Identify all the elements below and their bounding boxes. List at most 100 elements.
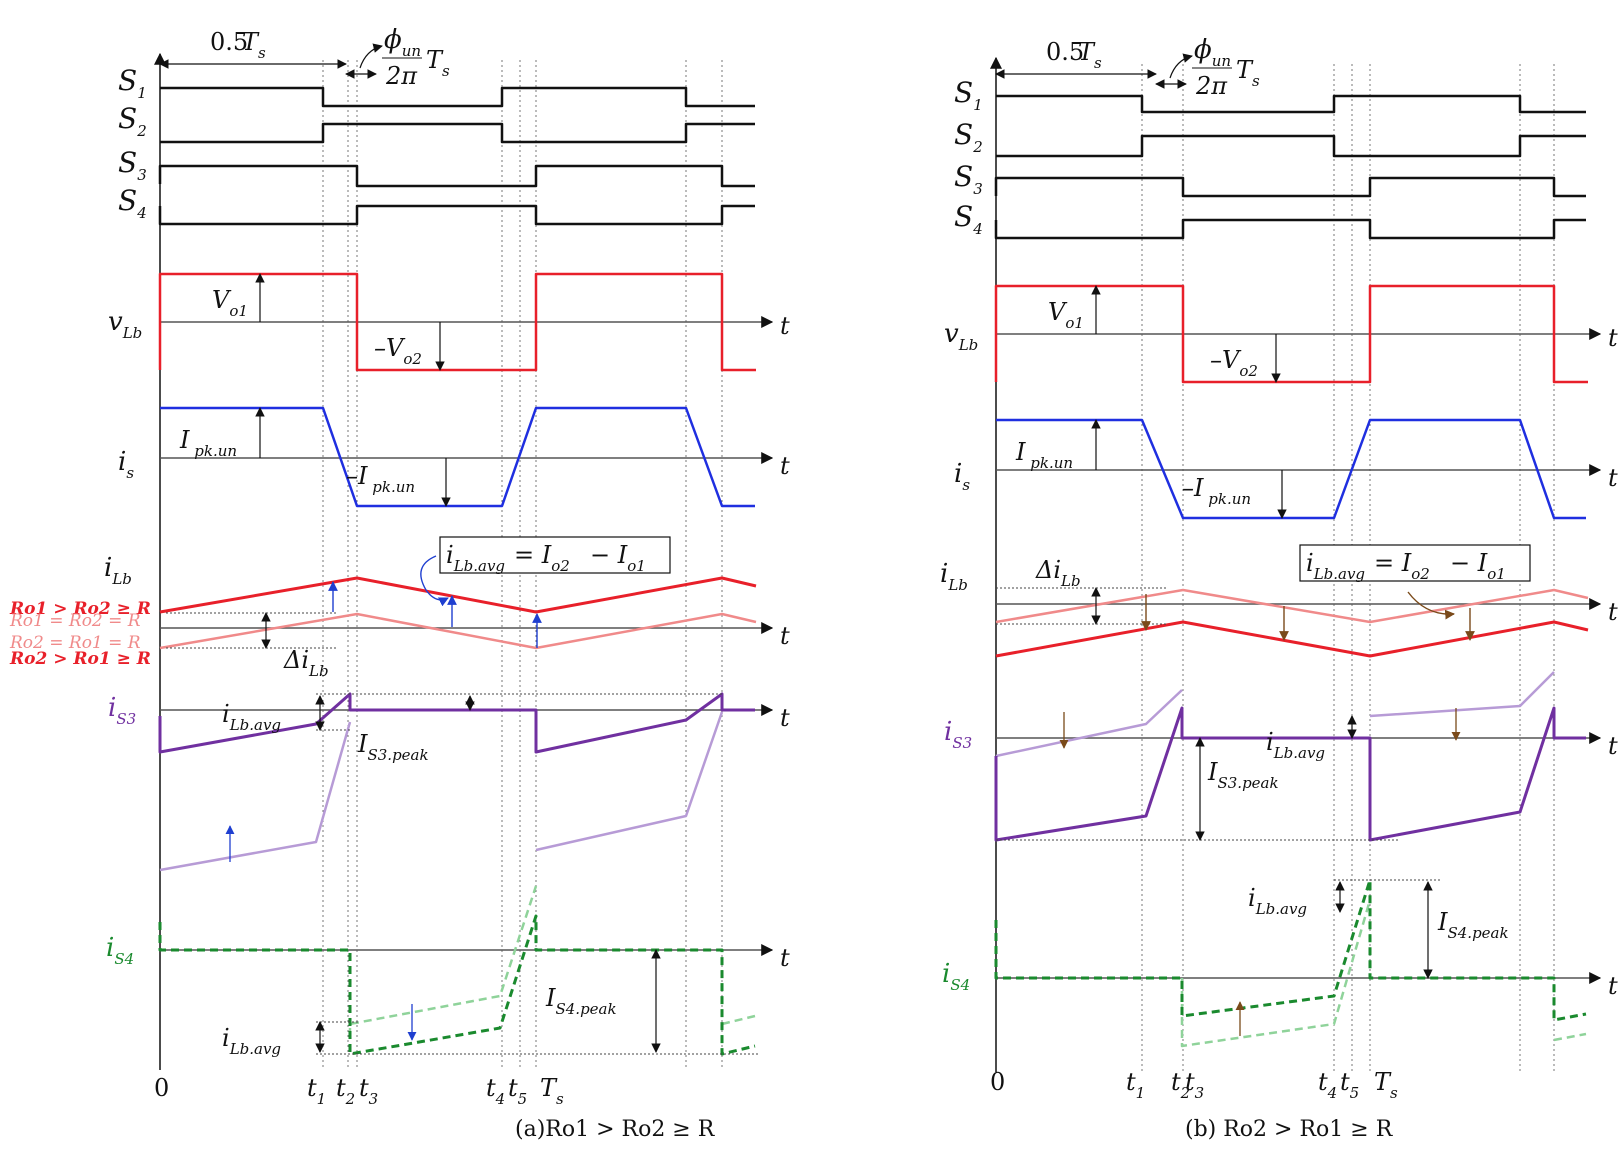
half-period-label: 0.5	[210, 28, 248, 56]
phase-pointer	[1169, 53, 1193, 79]
time-tick-t1: t1	[307, 1074, 326, 1108]
is3-waveform-nominal	[535, 711, 724, 852]
delta-ilb-label: ΔiLb	[1035, 556, 1081, 590]
is4-waveform	[994, 878, 1587, 1022]
time-tick-t2: t2	[1171, 1068, 1190, 1102]
is4-waveform-nominal	[721, 1014, 756, 1026]
is3-waveform	[158, 692, 755, 754]
phase-denominator: 2π	[1195, 72, 1228, 100]
time-tick-t1: t1	[1126, 1068, 1145, 1102]
is-label: is	[118, 447, 134, 482]
switch-label-s3: S3	[954, 160, 983, 198]
vlb-t-label: t	[1608, 324, 1618, 352]
vlb-label: vLb	[108, 307, 142, 342]
ilb-avg-box-i: iLb.avg	[1306, 549, 1365, 583]
ipk-label: I pk.un	[179, 426, 237, 460]
ilb-waveform-shifted	[995, 620, 1589, 658]
is4-avg-label: iLb.avg	[1248, 884, 1307, 918]
delta-ilb-label: ΔiLb	[283, 646, 329, 680]
phase-pointer	[359, 43, 383, 69]
ilb-avg-box-i: iLb.avg	[446, 541, 505, 575]
ilb-waveform-shifted	[159, 576, 757, 614]
phase-numerator: ϕun	[384, 25, 421, 60]
neg-ipk-label: –I pk.un	[346, 462, 415, 496]
switch-waveform-s2	[160, 122, 755, 144]
condition-label-pink: Ro1 = Ro2 = R	[9, 611, 141, 631]
time-tick-t4: t4	[1318, 1068, 1337, 1102]
is-waveform	[996, 418, 1586, 520]
is-label: is	[954, 459, 970, 494]
ilb-avg-box-io2: = Io2	[1374, 549, 1430, 583]
ilb-avg-pointer	[420, 555, 449, 607]
time-tick-t5: t5	[508, 1074, 527, 1108]
is-t-label: t	[1608, 464, 1618, 492]
half-period-label: 0.5	[1046, 38, 1084, 66]
vo2-label: –Vo2	[374, 334, 422, 368]
is4-peak-label: IS4.peak	[545, 984, 617, 1018]
condition-label-red: Ro2 > Ro1 ≥ R	[9, 649, 151, 669]
switch-waveform-s2	[996, 134, 1586, 158]
half-period-ts-label: Ts	[242, 28, 266, 62]
is4-avg-label: iLb.avg	[222, 1024, 281, 1058]
is3-avg-label: iLb.avg	[222, 700, 281, 734]
switch-waveform-s4	[158, 204, 755, 226]
switch-label-s4: S4	[118, 184, 147, 222]
switch-label-s2: S2	[954, 118, 983, 156]
ilb-label: iLb	[940, 559, 968, 594]
switch-waveform-s3	[158, 164, 755, 188]
condition-label-red: Ro1 > Ro2 ≥ R	[9, 599, 151, 619]
is-waveform	[160, 406, 755, 508]
time-tick-t5: t5	[1340, 1068, 1359, 1102]
panel-caption: (b) Ro2 > Ro1 ≥ R	[1185, 1117, 1394, 1142]
vo1-label: Vo1	[1048, 298, 1084, 332]
switch-waveform-s1	[160, 86, 755, 108]
ilb-label: iLb	[104, 553, 132, 588]
time-tick-t3: t3	[359, 1074, 378, 1108]
ilb-avg-box-io1: − Io1	[590, 541, 646, 575]
is3-peak-label: IS3.peak	[1207, 758, 1279, 792]
is3-peak-label: IS3.peak	[357, 730, 429, 764]
switch-label-s1: S1	[118, 64, 147, 102]
is3-waveform-nominal	[1369, 671, 1555, 718]
vo1-label: Vo1	[212, 286, 248, 320]
phase-ts-label: Ts	[1236, 56, 1260, 90]
time-tick-t3: t3	[1185, 1068, 1204, 1102]
switch-waveform-s4	[994, 218, 1586, 240]
is-t-label: t	[780, 452, 790, 480]
ilb-t-label: t	[780, 622, 790, 650]
is4-t-label: t	[780, 944, 790, 972]
switch-label-s2: S2	[118, 102, 147, 140]
switch-waveform-s3	[994, 176, 1586, 198]
time-tick-0: 0	[154, 1074, 169, 1102]
ilb-avg-box-io2: = Io2	[514, 541, 570, 575]
is4-label: iS4	[942, 959, 970, 994]
vo2-label: –Vo2	[1210, 346, 1258, 380]
time-tick-ts: Ts	[1374, 1068, 1398, 1102]
is3-waveform-nominal	[159, 721, 352, 872]
half-period-ts-label: Ts	[1078, 38, 1102, 72]
ilb-waveform-nominal	[159, 612, 757, 650]
is3-avg-label: iLb.avg	[1266, 728, 1325, 762]
vlb-label: vLb	[944, 319, 978, 354]
time-tick-ts: Ts	[540, 1074, 564, 1108]
switch-waveform-s1	[996, 94, 1586, 114]
neg-ipk-label: –I pk.un	[1182, 474, 1251, 508]
is3-t-label: t	[780, 704, 790, 732]
ilb-avg-box	[439, 536, 671, 574]
switch-label-s4: S4	[954, 200, 983, 238]
ipk-label: I pk.un	[1015, 438, 1073, 472]
vlb-waveform	[158, 272, 756, 372]
phase-numerator: ϕun	[1194, 35, 1231, 70]
ilb-waveform-nominal	[995, 588, 1589, 624]
switch-label-s1: S1	[954, 76, 983, 114]
switch-label-s3: S3	[118, 146, 147, 184]
is3-label: iS3	[108, 693, 136, 728]
phase-ts-label: Ts	[426, 46, 450, 80]
is4-waveform	[158, 914, 756, 1056]
ilb-avg-pointer	[1407, 591, 1455, 620]
condition-label-pink: Ro2 = Ro1 = R	[9, 633, 141, 653]
is3-waveform-nominal	[995, 689, 1183, 758]
